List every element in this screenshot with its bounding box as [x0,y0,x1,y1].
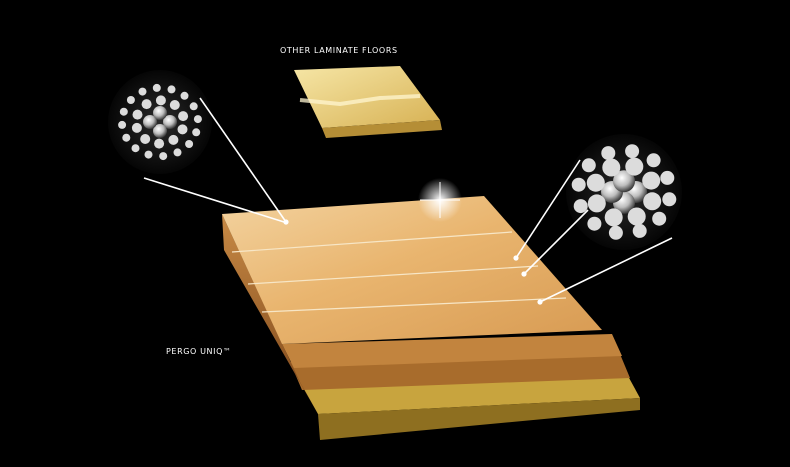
callout-line-left-1 [199,97,287,223]
particle-cluster-left [118,83,202,161]
left-particle [167,85,176,94]
callout-dot-right-2 [521,271,527,277]
right-particle [627,207,646,226]
pergo-uniq-label: PERGO UNIQ™ [166,347,232,356]
callout-dot-right-1 [513,255,519,261]
left-particle [155,95,166,106]
callout-line-right-1 [515,159,581,259]
right-particle [604,208,623,227]
left-particle [131,144,140,153]
magnified-particles-left [108,70,212,174]
left-particle [178,111,189,122]
pergo-core-layer-edge [318,398,640,440]
left-particle [144,150,153,159]
right-particle [587,216,602,231]
left-particle [140,134,151,144]
callout-dot-left [283,219,289,225]
right-particle [581,158,596,173]
right-particle [601,146,616,161]
right-particle [642,171,661,190]
plank-seam-2 [247,265,539,285]
right-particle [625,144,640,159]
left-particle [126,96,135,104]
left-particle [122,133,131,142]
callout-dot-right-3 [537,299,543,305]
right-particle [613,170,635,193]
right-particle [662,192,677,207]
right-particle [608,225,623,240]
left-particle [152,83,161,92]
left-particle [169,100,180,110]
callout-endpoints [283,219,543,305]
left-particle [189,102,198,111]
right-particle [632,223,647,238]
right-particle [660,170,675,185]
right-particle [587,194,606,213]
left-particle [168,134,179,145]
left-particle [177,124,188,135]
right-particle [652,211,667,226]
left-particle [185,140,194,148]
other-laminate-wear-streak [299,94,421,107]
right-particle [571,177,586,192]
left-particle [132,109,143,120]
right-particle [586,173,605,192]
right-particle [646,153,661,168]
other-laminate-side [322,120,442,138]
left-particle [153,124,167,138]
pergo-wood-surface [222,196,602,344]
left-particle [143,115,157,129]
particle-cluster-right [571,144,677,240]
plank-seam-1 [231,231,513,253]
right-particle [643,192,662,211]
pergo-layered-board [222,178,640,440]
left-particle [141,99,152,110]
magnified-particles-right [566,134,682,250]
left-particle [163,115,177,129]
left-particle [173,148,182,157]
other-laminate-sample [294,66,442,138]
left-particle [118,120,127,129]
pergo-layer-dark-1 [282,334,622,368]
callout-line-left-2 [143,177,285,223]
left-particle [138,87,147,96]
callout-line-right-2 [523,209,589,275]
left-particle [131,122,142,133]
left-particle [193,115,202,124]
right-particle [625,157,644,176]
right-particle [602,158,621,177]
left-particle [153,106,167,120]
left-particle [154,138,165,149]
left-particle [192,128,201,137]
left-particle [119,107,128,116]
other-laminate-top-surface [294,66,440,128]
left-particle [159,152,168,161]
left-particle [180,91,189,100]
plank-seam-3 [261,297,567,313]
callout-lines [143,97,673,303]
other-laminate-floors-label: OTHER LAMINATE FLOORS [280,46,398,55]
callout-line-right-3 [539,237,673,303]
right-particle [573,199,588,214]
